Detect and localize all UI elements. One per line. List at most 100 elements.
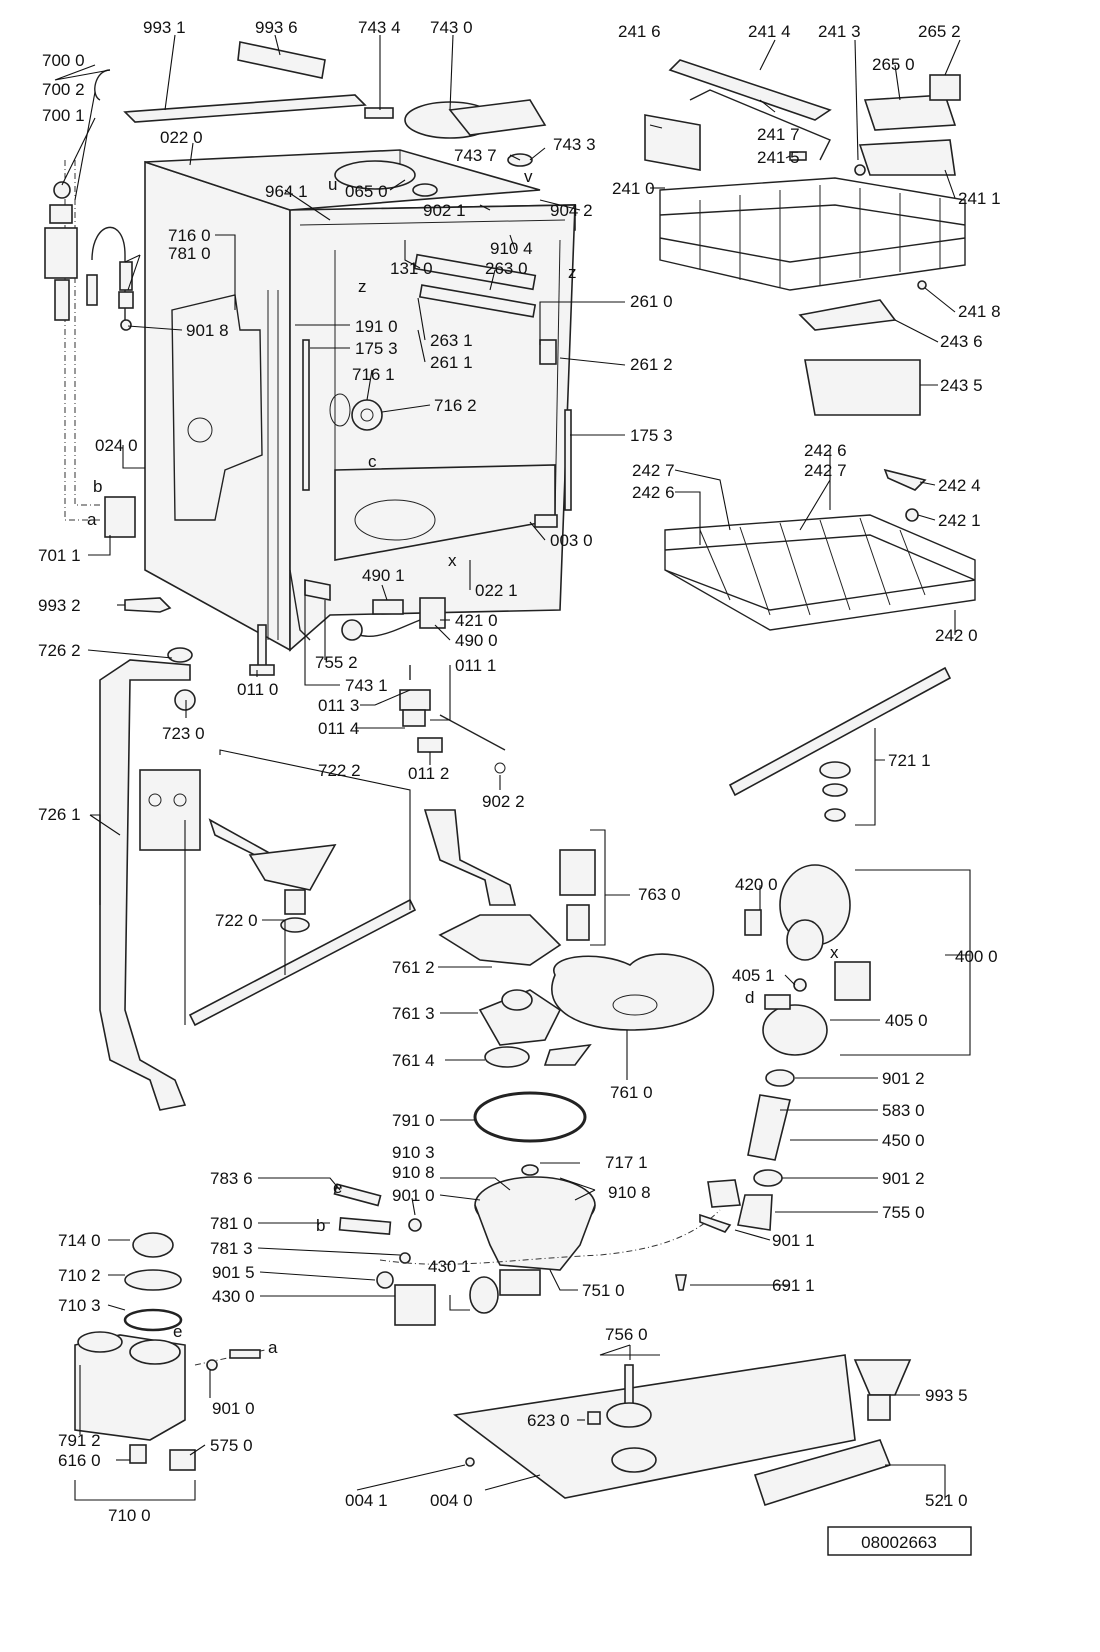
label-761-3: 761 3 [392, 1004, 435, 1023]
label-716-2: 716 2 [434, 396, 477, 415]
label-783-6: 783 6 [210, 1169, 253, 1188]
label-400-0: 400 0 [955, 947, 998, 966]
label-241-8: 241 8 [958, 302, 1001, 321]
label-910-8-right: 910 8 [608, 1183, 651, 1202]
label-241-4: 241 4 [748, 22, 791, 41]
label-901-0-upper: 901 0 [392, 1186, 435, 1205]
label-261-2: 261 2 [630, 355, 673, 374]
label-241-5: 241 5 [757, 148, 800, 167]
door-switch-wiring [341, 597, 506, 774]
label-243-5: 243 5 [940, 376, 983, 395]
label-901-1: 901 1 [772, 1231, 815, 1250]
label-263-1: 263 1 [430, 331, 473, 350]
letter-z-left: z [358, 277, 367, 296]
label-791-0: 791 0 [392, 1111, 435, 1130]
label-901-8: 901 8 [186, 321, 229, 340]
label-243-6: 243 6 [940, 332, 983, 351]
label-700-1: 700 1 [42, 106, 85, 125]
part-labels: 993 1 993 6 743 4 743 0 700 0 700 2 700 … [38, 18, 1001, 1525]
label-583-0: 583 0 [882, 1101, 925, 1120]
letter-z-right: z [568, 263, 577, 282]
label-901-2-upper: 901 2 [882, 1069, 925, 1088]
label-710-2: 710 2 [58, 1266, 101, 1285]
label-421-0: 421 0 [455, 611, 498, 630]
label-761-2: 761 2 [392, 958, 435, 977]
water-softener [74, 1232, 266, 1471]
label-743-4: 743 4 [358, 18, 401, 37]
label-022-1: 022 1 [475, 581, 518, 600]
label-691-1: 691 1 [772, 1276, 815, 1295]
inlet-valve-assembly [44, 69, 134, 521]
label-743-3: 743 3 [553, 135, 596, 154]
label-131-0: 131 0 [390, 259, 433, 278]
label-721-1: 721 1 [888, 751, 931, 770]
label-241-7: 241 7 [757, 125, 800, 144]
upper-basket [644, 59, 966, 416]
lower-basket [664, 468, 976, 631]
label-743-0: 743 0 [430, 18, 473, 37]
label-710-3: 710 3 [58, 1296, 101, 1315]
label-791-2: 791 2 [58, 1431, 101, 1450]
label-904-2: 904 2 [550, 201, 593, 220]
letter-e-hose: e [333, 1178, 342, 1197]
label-701-1: 701 1 [38, 546, 81, 565]
label-420-0: 420 0 [735, 875, 778, 894]
label-011-4: 011 4 [318, 719, 359, 738]
letter-e-softener: e [173, 1322, 182, 1341]
label-751-0: 751 0 [582, 1281, 625, 1300]
letter-x-lower: x [448, 551, 457, 570]
label-263-0: 263 0 [485, 259, 528, 278]
label-716-1: 716 1 [352, 365, 395, 384]
label-242-0: 242 0 [935, 626, 978, 645]
label-755-2: 755 2 [315, 653, 358, 672]
label-575-0: 575 0 [210, 1436, 253, 1455]
sump-pot [333, 1164, 721, 1326]
label-902-1: 902 1 [423, 201, 466, 220]
label-241-1: 241 1 [958, 189, 1001, 208]
label-405-0: 405 0 [885, 1011, 928, 1030]
label-781-3: 781 3 [210, 1239, 253, 1258]
label-175-3-right: 175 3 [630, 426, 673, 445]
drawing-code: 08002663 [827, 1526, 972, 1556]
label-011-1: 011 1 [455, 656, 496, 675]
label-616-0: 616 0 [58, 1451, 101, 1470]
label-722-2: 722 2 [318, 761, 361, 780]
label-993-1: 993 1 [143, 18, 186, 37]
label-022-0: 022 0 [160, 128, 203, 147]
label-265-2: 265 2 [918, 22, 961, 41]
label-623-0: 623 0 [527, 1411, 570, 1430]
letter-a-softener: a [268, 1338, 278, 1357]
drawing-code-text: 08002663 [861, 1533, 937, 1552]
label-761-4: 761 4 [392, 1051, 435, 1070]
label-241-3: 241 3 [818, 22, 861, 41]
label-700-0: 700 0 [42, 51, 85, 70]
label-242-7-right: 242 7 [804, 461, 847, 480]
label-964-1: 964 1 [265, 182, 308, 201]
label-901-5: 901 5 [212, 1263, 255, 1282]
label-011-0: 011 0 [237, 680, 278, 699]
label-910-3: 910 3 [392, 1143, 435, 1162]
label-743-1: 743 1 [345, 676, 388, 695]
label-242-1: 242 1 [938, 511, 981, 530]
label-242-7-left: 242 7 [632, 461, 675, 480]
label-261-0: 261 0 [630, 292, 673, 311]
label-910-4: 910 4 [490, 239, 533, 258]
label-902-2: 902 2 [482, 792, 525, 811]
label-004-1: 004 1 [345, 1491, 388, 1510]
label-065-0: 065 0 [345, 182, 388, 201]
label-191-0: 191 0 [355, 317, 398, 336]
label-242-6-top: 242 6 [804, 441, 847, 460]
label-761-0: 761 0 [610, 1083, 653, 1102]
letter-d: d [745, 988, 754, 1007]
label-011-2: 011 2 [408, 764, 449, 783]
label-003-0: 003 0 [550, 531, 593, 550]
label-710-0: 710 0 [108, 1506, 151, 1525]
label-450-0: 450 0 [882, 1131, 925, 1150]
label-910-8-left: 910 8 [392, 1163, 435, 1182]
label-430-1: 430 1 [428, 1257, 471, 1276]
label-717-1: 717 1 [605, 1153, 648, 1172]
cabinet-small-parts [302, 253, 572, 528]
label-993-5: 993 5 [925, 1386, 968, 1405]
letter-u: u [328, 175, 337, 194]
